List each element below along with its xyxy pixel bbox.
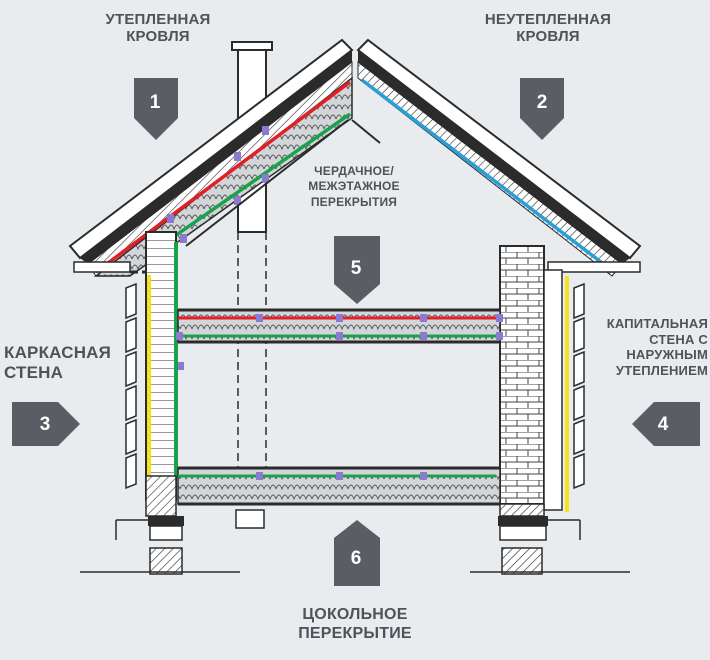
marker-2-arrow xyxy=(520,78,564,140)
attic-floor-label: Чердачное/ межэтажное перекрытия xyxy=(308,164,400,209)
marker-6-number: 6 xyxy=(350,548,362,569)
uninsulated-roof xyxy=(351,38,642,277)
frame-wall xyxy=(80,231,240,575)
interfloor-slab xyxy=(176,308,503,344)
masonry-wall-label: Капитальная стена с наружным утеплением xyxy=(606,316,708,378)
uninsulated-roof-label: Неутепленная кровля xyxy=(484,11,612,45)
marker-arrows xyxy=(12,78,700,586)
insulated-roof-label: Утепленная кровля xyxy=(105,11,211,45)
marker-5-number: 5 xyxy=(350,258,362,279)
basement-slab xyxy=(177,466,501,529)
marker-3-number: 3 xyxy=(39,414,51,435)
insulated-roof xyxy=(68,38,354,277)
marker-1-number: 1 xyxy=(149,92,161,113)
marker-1-arrow xyxy=(134,78,178,140)
marker-3-arrow xyxy=(12,402,80,446)
frame-wall-label: Каркасная стена xyxy=(4,343,112,383)
basement-floor-label: Цокольное перекрытие xyxy=(298,606,412,643)
masonry-wall xyxy=(470,245,630,575)
marker-6-arrow xyxy=(334,520,380,586)
marker-4-number: 4 xyxy=(657,414,669,435)
marker-5-arrow xyxy=(334,236,380,304)
marker-2-number: 2 xyxy=(536,92,548,113)
marker-4-arrow xyxy=(632,402,700,446)
